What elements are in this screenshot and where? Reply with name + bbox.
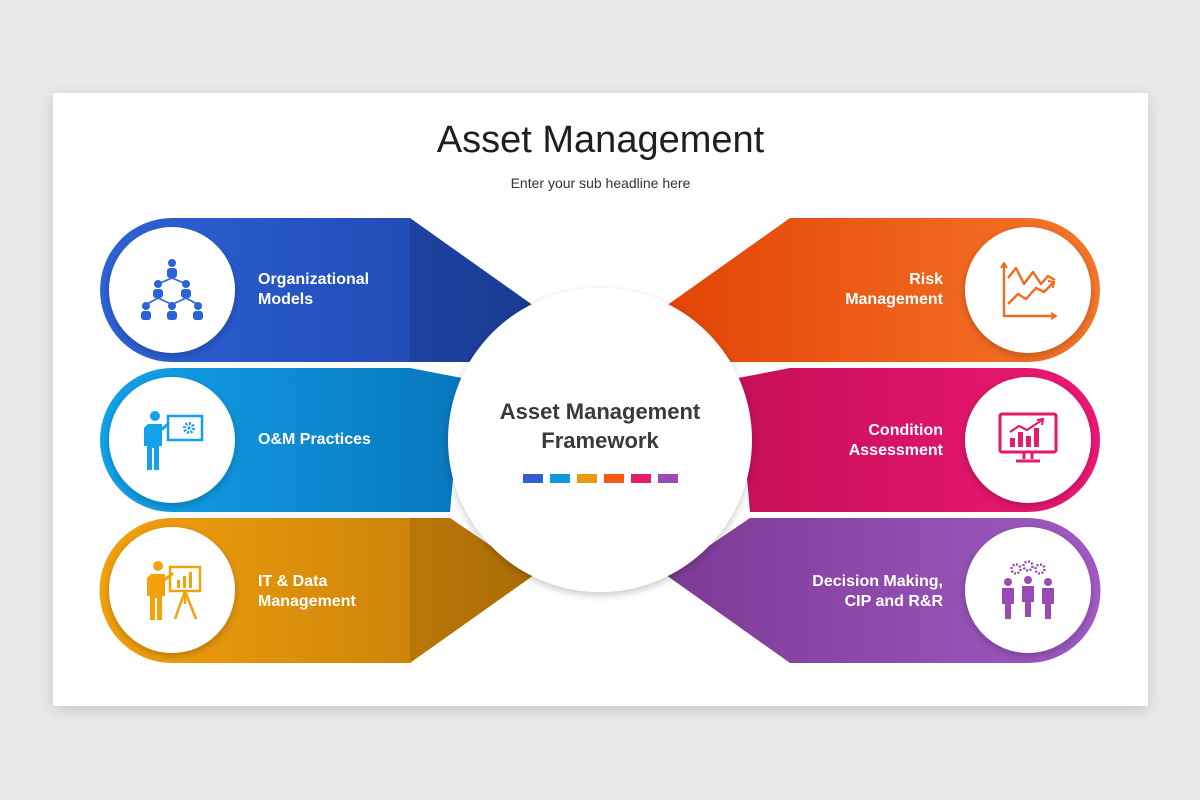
swatch	[577, 474, 597, 483]
label-line: Assessment	[848, 442, 943, 459]
block-condition-assessment	[738, 368, 1100, 512]
block-om-practices	[100, 368, 462, 512]
label-line: Management	[258, 593, 356, 610]
presenter-chart-icon	[147, 561, 202, 620]
swatch	[604, 474, 624, 483]
swatch	[550, 474, 570, 483]
label-line: Organizational	[258, 271, 370, 288]
line-chart-icon	[1000, 262, 1057, 320]
label-line: Decision Making,	[812, 573, 943, 590]
label-line: IT & Data	[258, 573, 328, 590]
label-decision-making: Decision Making, CIP and R&R	[770, 572, 943, 612]
page-title: Asset Management	[436, 119, 765, 161]
page-subtitle: Enter your sub headline here	[510, 175, 691, 191]
color-swatches	[523, 474, 678, 483]
label-line: O&M Practices	[258, 431, 371, 448]
swatch	[631, 474, 651, 483]
block-risk-management	[666, 218, 1100, 362]
center-title: Asset Management Framework	[470, 397, 730, 455]
center-title-line2: Framework	[541, 428, 659, 453]
label-line: Models	[258, 291, 314, 308]
presenter-board-icon	[144, 411, 204, 470]
label-line: Condition	[868, 422, 943, 439]
label-line: CIP and R&R	[844, 593, 943, 610]
label-it-data-management: IT & Data Management	[258, 572, 418, 612]
swatch	[523, 474, 543, 483]
center-title-line1: Asset Management	[499, 399, 701, 424]
label-condition-assessment: Condition Assessment	[770, 421, 943, 461]
label-risk-management: Risk Management	[770, 270, 943, 310]
center-circle	[448, 288, 752, 592]
block-organizational-models	[100, 218, 534, 362]
label-organizational-models: Organizational Models	[258, 270, 418, 310]
organization-chart-icon	[141, 259, 203, 320]
monitor-chart-icon	[998, 412, 1058, 463]
team-gears-icon	[1002, 560, 1054, 619]
swatch	[658, 474, 678, 483]
label-line: Risk	[909, 271, 943, 288]
label-om-practices: O&M Practices	[258, 430, 418, 450]
label-line: Management	[845, 291, 943, 308]
block-decision-making	[666, 518, 1101, 663]
